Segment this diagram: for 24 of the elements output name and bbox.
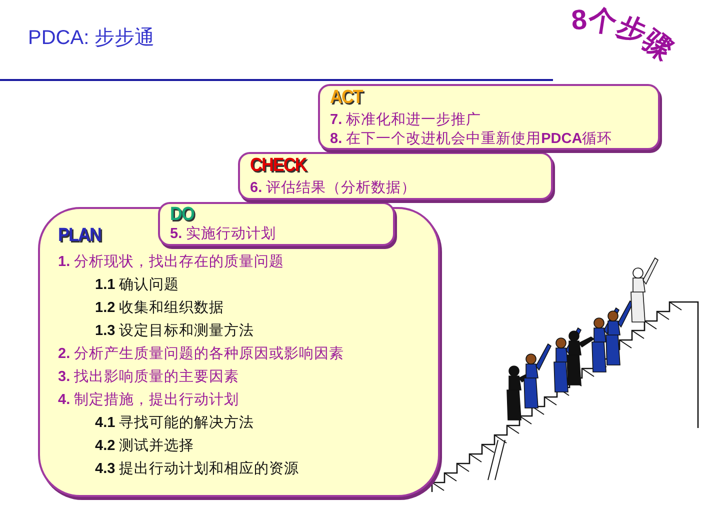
- list-item: 4.3 提出行动计划和相应的资源: [95, 460, 300, 478]
- list-item: 6. 评估结果（分析数据）: [250, 179, 416, 197]
- list-item: 1.1 确认问题: [95, 276, 180, 294]
- box-heading: DO: [170, 204, 194, 226]
- list-item: 1. 分析现状，找出存在的质量问题: [58, 253, 284, 271]
- list-item: 7. 标准化和进一步推广: [330, 111, 482, 129]
- list-item: 4.1 寻找可能的解决方法: [95, 414, 254, 432]
- step-box: [38, 207, 440, 497]
- step-box: [158, 202, 395, 246]
- box-heading: PLAN: [58, 225, 101, 247]
- list-item: 1.3 设定目标和测量方法: [95, 322, 254, 340]
- box-heading: ACT: [330, 87, 362, 109]
- list-item: 2. 分析产生质量问题的各种原因或影响因素: [58, 345, 344, 363]
- box-heading: CHECK: [250, 155, 306, 177]
- stamp-text: 8个步骤: [570, 3, 678, 66]
- step-box: [318, 84, 660, 150]
- list-item: 5. 实施行动计划: [170, 224, 276, 243]
- title: PDCA: 步步通: [28, 26, 155, 51]
- list-item: 4. 制定措施，提出行动计划: [58, 390, 240, 409]
- list-item: 1.2 收集和组织数据: [95, 299, 224, 317]
- list-item: 8. 在下一个改进机会中重新使用PDCA循环: [330, 130, 612, 148]
- step-box: [238, 152, 553, 200]
- list-item: 4.2 测试并选择: [95, 437, 194, 455]
- list-item: 3. 找出影响质量的主要因素: [58, 368, 240, 386]
